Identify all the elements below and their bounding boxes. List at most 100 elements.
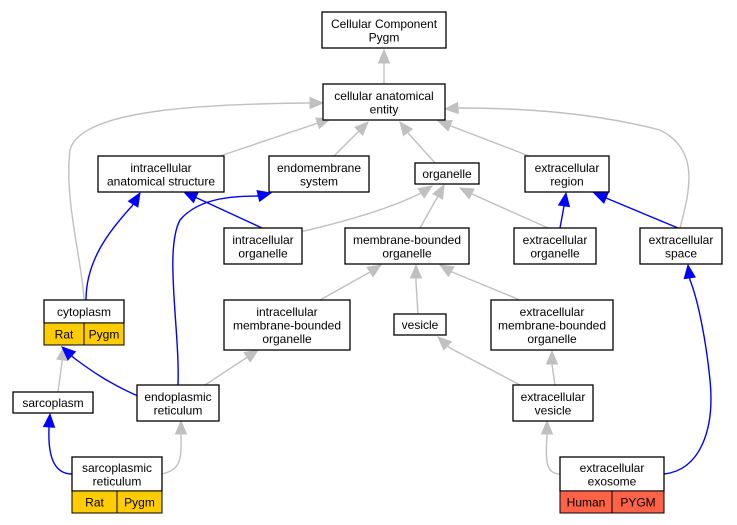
edge-line: [219, 122, 319, 157]
edge-line: [48, 426, 73, 475]
node-sarco[interactable]: sarcoplasm: [12, 391, 94, 414]
edge-line: [68, 102, 310, 301]
edge-line: [471, 193, 549, 229]
edge-io-ias: [182, 191, 263, 229]
node-org[interactable]: organelle: [414, 162, 480, 185]
node-label-line: organelle: [530, 246, 580, 260]
node-label-line: anatomical structure: [107, 174, 215, 188]
node-label-line: extracellular: [523, 233, 588, 247]
edge-line: [545, 434, 561, 475]
edge-sr-sarco: [42, 412, 73, 475]
edge-ves-mbo: [409, 263, 423, 315]
edge-line: [195, 196, 263, 229]
edge-line: [319, 271, 371, 301]
node-label-line: space: [665, 246, 697, 260]
node-label-line: extracellular: [649, 233, 714, 247]
node-box: [322, 83, 446, 121]
node-label-line: extracellular: [535, 161, 600, 175]
node-label-line: system: [300, 174, 338, 188]
edge-embo-mbo: [438, 264, 521, 301]
edge-line: [663, 277, 712, 475]
arrowhead: [399, 120, 414, 137]
node-label-line: intracellular: [232, 233, 293, 247]
edge-line: [559, 205, 565, 229]
node-box: [393, 313, 447, 336]
annotation-cell-label: PYGM: [620, 496, 655, 510]
edge-ecr-cae: [436, 120, 530, 157]
node-box: [12, 391, 94, 414]
node-box: [223, 227, 303, 265]
edge-org-cae: [399, 120, 436, 164]
arrowhead: [409, 263, 423, 279]
node-label-line: organelle: [238, 246, 288, 260]
edge-ecv-embo: [545, 349, 559, 386]
edge-line: [57, 359, 63, 393]
node-label-line: intracellular: [130, 161, 191, 175]
edge-ecv-ves: [437, 336, 521, 386]
annotation-cell-label: Human: [567, 496, 606, 510]
node-label-line: sarcoplasmic: [82, 461, 152, 475]
edge-eco-org: [458, 187, 549, 229]
node-label-line: reticulum: [93, 474, 142, 488]
node-box: [512, 384, 594, 422]
node-label-line: membrane-bounded: [498, 319, 606, 333]
edge-line: [407, 131, 436, 164]
node-label-line: endomembrane: [277, 161, 361, 175]
node-box: [490, 299, 614, 351]
edge-line: [204, 356, 248, 386]
node-label-line: endoplasmic: [144, 390, 211, 404]
node-label-line: extracellular: [521, 390, 586, 404]
edge-cyto-cae: [68, 96, 325, 301]
node-box: [71, 456, 163, 492]
annotation-cell-box: [611, 490, 665, 514]
arrowhead: [436, 120, 453, 132]
node-label-line: Cellular Component: [331, 17, 438, 31]
edge-line: [299, 191, 424, 233]
node-label-line: intracellular: [256, 305, 317, 319]
arrowhead: [545, 349, 559, 365]
edge-eco-ecr: [557, 191, 571, 229]
node-label-line: reticulum: [154, 403, 203, 417]
node-box: [513, 227, 597, 265]
edges-layer: [42, 48, 712, 475]
annotation-cell-pygm: Pygm: [83, 322, 125, 346]
arrowhead: [437, 336, 453, 351]
arrowhead: [438, 264, 455, 278]
edge-line: [447, 345, 521, 386]
arrowhead: [592, 192, 609, 204]
edge-ecs-cae: [443, 101, 690, 229]
node-label-line: vesicle: [402, 318, 439, 332]
edge-er-cyto: [61, 346, 139, 397]
arrowhead: [354, 121, 369, 136]
node-label-line: region: [550, 174, 583, 188]
arrowhead: [458, 187, 475, 200]
arrowhead: [366, 264, 383, 278]
arrowhead: [256, 189, 273, 203]
node-box: [414, 162, 480, 185]
edge-io-org: [299, 185, 434, 233]
edge-exo-ecs: [663, 263, 712, 475]
edge-line: [551, 363, 556, 386]
edge-cyto-ias: [85, 191, 141, 301]
node-ves[interactable]: vesicle: [393, 313, 447, 336]
edge-line: [415, 278, 419, 315]
arrowhead: [557, 191, 571, 208]
